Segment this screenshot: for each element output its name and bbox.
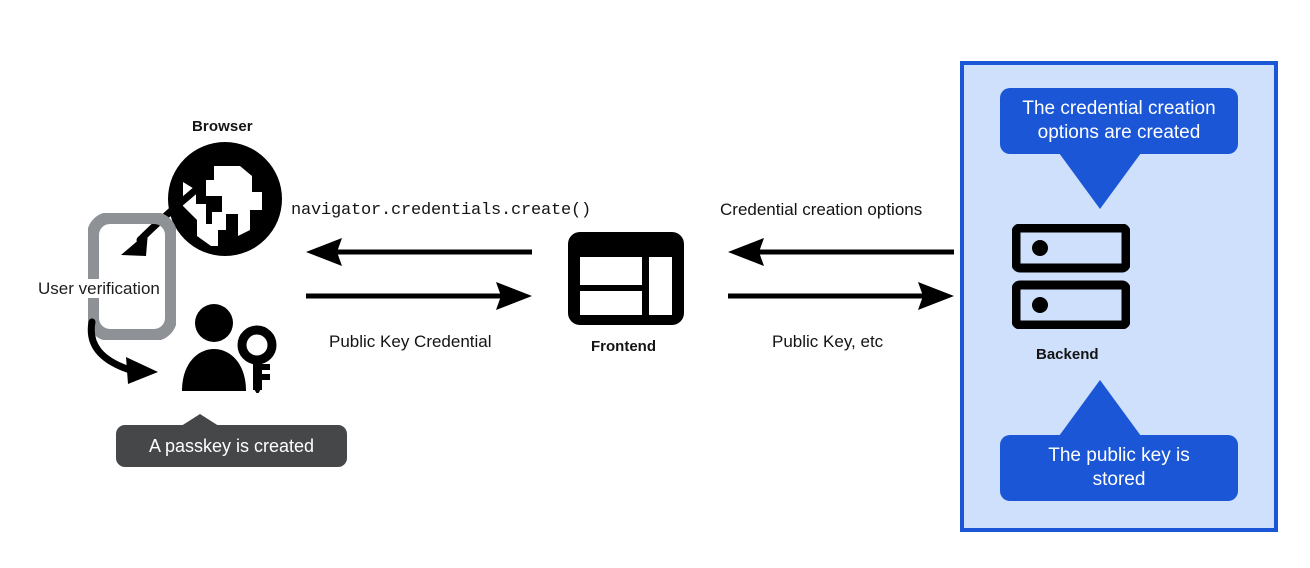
user-verification-label: User verification bbox=[36, 279, 162, 299]
callout-bottom-line-1: The public key is bbox=[1048, 445, 1190, 466]
person-with-key-icon bbox=[180, 303, 285, 395]
backend-label: Backend bbox=[1036, 346, 1099, 363]
passkey-tooltip-text: A passkey is created bbox=[148, 435, 315, 456]
arrow-right-bottom-icon bbox=[728, 282, 954, 310]
label-credential-creation-options: Credential creation options bbox=[720, 200, 923, 219]
smartphone-icon bbox=[87, 212, 177, 341]
callout-bottom-pointer-icon bbox=[1059, 380, 1141, 436]
frontend-label: Frontend bbox=[591, 338, 656, 355]
browser-label: Browser bbox=[192, 118, 253, 135]
label-public-key-etc: Public Key, etc bbox=[772, 332, 884, 351]
callout-public-key-stored: The public key is stored bbox=[1000, 380, 1238, 511]
server-rack-icon bbox=[1011, 223, 1131, 330]
tooltip-bubble: A passkey is created bbox=[116, 425, 347, 467]
curved-arrow-globe-to-phone-icon bbox=[80, 180, 220, 290]
arrow-left-bottom-icon bbox=[306, 282, 532, 310]
callout-top-bubble: The credential creation options are crea… bbox=[1000, 88, 1238, 154]
arrow-right-top-icon bbox=[728, 238, 954, 266]
globe-icon bbox=[166, 140, 284, 258]
callout-bottom-bubble: The public key is stored bbox=[1000, 435, 1238, 501]
arrow-left-top-icon bbox=[306, 238, 532, 266]
label-navigator-credentials-create: navigator.credentials.create() bbox=[291, 201, 592, 220]
callout-top-line-2: options are created bbox=[1037, 122, 1201, 143]
user-verification-text: User verification bbox=[36, 279, 162, 298]
callout-bottom-line-2: stored bbox=[1092, 469, 1146, 490]
callout-top-pointer-icon bbox=[1059, 153, 1141, 209]
tooltip-pointer-icon bbox=[178, 414, 222, 428]
label-public-key-credential: Public Key Credential bbox=[329, 332, 492, 351]
curved-arrow-phone-to-person-icon bbox=[70, 318, 200, 398]
callout-top-line-1: The credential creation bbox=[1022, 98, 1216, 119]
callout-credential-creation-options: The credential creation options are crea… bbox=[1000, 88, 1238, 219]
passkey-tooltip: A passkey is created bbox=[116, 414, 347, 467]
frontend-web-layout-icon bbox=[567, 231, 685, 326]
